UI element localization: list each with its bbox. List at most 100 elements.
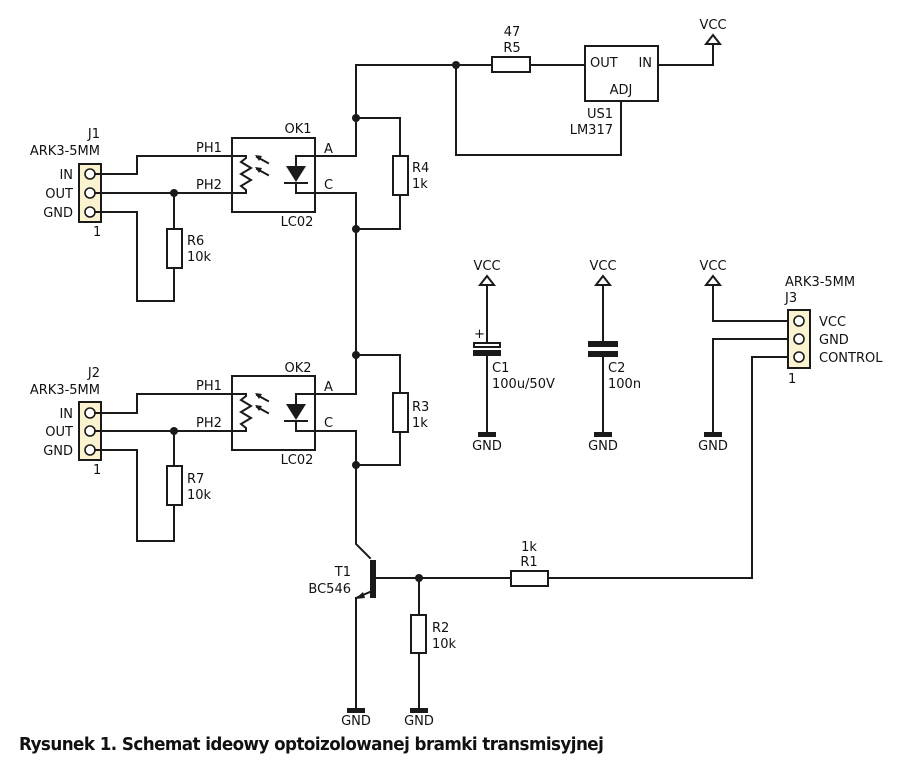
j1-ref: J1: [87, 127, 100, 142]
gnd-label: GND: [341, 714, 371, 729]
r7-ref: R7: [187, 472, 204, 487]
vcc-symbol: [477, 274, 497, 286]
r1-ref: R1: [520, 555, 537, 570]
j3-label-gnd: GND: [819, 333, 849, 348]
gnd-label: GND: [698, 439, 728, 454]
t1-ref: T1: [334, 565, 351, 580]
j2-label-in: IN: [59, 407, 73, 422]
j2-pin-gnd: [84, 444, 96, 456]
j2-label-out: OUT: [45, 425, 73, 440]
ok2-pin-ph1: PH1: [196, 379, 222, 394]
ok2-pin-a: A: [324, 380, 333, 395]
capacitor-c1: VCC + GND C1 100u/50V: [472, 259, 555, 454]
r3-value: 1k: [412, 416, 428, 431]
vcc-label: VCC: [699, 259, 726, 274]
j2-pin-out: [84, 425, 96, 437]
j1-pin-gnd: [84, 206, 96, 218]
us1-ref: US1: [587, 107, 613, 122]
ok1-part: LC02: [281, 215, 314, 230]
us1-pin-out: OUT: [590, 56, 618, 71]
ok1-pin-c: C: [324, 178, 333, 193]
connector-j3: VCC GND ARK3-5MM J3 VCC GND CONTROL 1: [547, 259, 883, 579]
ok1-ref: OK1: [284, 122, 311, 137]
us1-part: LM317: [570, 123, 613, 138]
c2-value: 100n: [608, 377, 641, 392]
gnd-label: GND: [404, 714, 434, 729]
r4-ref: R4: [412, 161, 429, 176]
j3-label-vcc: VCC: [819, 315, 846, 330]
c2-ref: C2: [608, 361, 625, 376]
j1-pin-in: [84, 168, 96, 180]
gnd-label: GND: [472, 439, 502, 454]
wires-j2: [94, 393, 246, 542]
j3-type: ARK3-5MM: [785, 275, 855, 290]
r5-ref: R5: [503, 41, 520, 56]
ok2-pin-ph2: PH2: [196, 416, 222, 431]
vcc-label: VCC: [473, 259, 500, 274]
resistor-r7: R7 10k: [166, 465, 212, 506]
ok1-pin-ph2: PH2: [196, 178, 222, 193]
r2-ref: R2: [432, 621, 449, 636]
j1-type: ARK3-5MM: [30, 144, 100, 159]
connector-j2: J2 ARK3-5MM IN OUT GND 1: [30, 366, 102, 478]
j1-pin-out: [84, 187, 96, 199]
j1-pin1-mark: 1: [93, 225, 101, 240]
wires-j1: [94, 155, 246, 302]
j3-pin-gnd: [793, 333, 805, 345]
j1-label-gnd: GND: [43, 206, 73, 221]
j2-pin1-mark: 1: [93, 463, 101, 478]
vcc-symbol: [703, 274, 723, 286]
j2-ref: J2: [87, 366, 100, 381]
j3-label-control: CONTROL: [819, 351, 883, 366]
r2-value: 10k: [432, 637, 457, 652]
optocoupler-ok2: OK2 A C LC02: [231, 361, 357, 468]
vcc-symbol: [593, 274, 613, 286]
j3-ref: J3: [784, 291, 797, 306]
j2-label-gnd: GND: [43, 444, 73, 459]
junction: [170, 189, 178, 197]
resistor-r5: 47 R5: [452, 25, 622, 156]
r5-value: 47: [504, 25, 521, 40]
us1-pin-in: IN: [638, 56, 652, 71]
c1-value: 100u/50V: [492, 377, 555, 392]
c1-polarity: +: [474, 327, 485, 342]
us1-pin-adj: ADJ: [610, 83, 633, 98]
transistor-t1: GND T1 BC546: [308, 560, 512, 729]
j3-pin-vcc: [793, 315, 805, 327]
j3-pin1-mark: 1: [788, 372, 796, 387]
resistor-r4: R4 1k: [392, 155, 429, 196]
resistor-r2: GND R2 10k: [404, 577, 457, 729]
ok1-pin-a: A: [324, 142, 333, 157]
ok2-ref: OK2: [284, 361, 311, 376]
r3-ref: R3: [412, 400, 429, 415]
r1-value: 1k: [521, 540, 537, 555]
resistor-r3: R3 1k: [392, 392, 429, 433]
r6-ref: R6: [187, 234, 204, 249]
j1-label-in: IN: [59, 168, 73, 183]
resistor-r1: 1k R1: [510, 540, 549, 587]
ok1-pin-ph1: PH1: [196, 141, 222, 156]
regulator-us1: OUT IN ADJ US1 LM317 VCC: [570, 18, 727, 138]
ok2-pin-c: C: [324, 416, 333, 431]
c1-ref: C1: [492, 361, 509, 376]
t1-part: BC546: [308, 582, 351, 597]
connector-j1: J1 ARK3-5MM IN OUT GND 1: [30, 127, 102, 240]
j1-label-out: OUT: [45, 187, 73, 202]
j3-pin-control: [793, 351, 805, 363]
figure-caption: Rysunek 1. Schemat ideowy optoizolowanej…: [19, 734, 604, 755]
wires-main-bus: [352, 64, 491, 469]
vcc-label: VCC: [699, 18, 726, 33]
j2-type: ARK3-5MM: [30, 383, 100, 398]
gnd-label: GND: [588, 439, 618, 454]
vcc-symbol: [703, 33, 723, 45]
wires-ok2-bus: [355, 354, 401, 560]
r6-value: 10k: [187, 250, 212, 265]
optocoupler-ok1: OK1 A C LC02: [231, 122, 357, 230]
j2-pin-in: [84, 407, 96, 419]
r7-value: 10k: [187, 488, 212, 503]
r4-value: 1k: [412, 177, 428, 192]
vcc-label: VCC: [589, 259, 616, 274]
resistor-r6: R6 10k: [166, 228, 212, 269]
ok2-part: LC02: [281, 453, 314, 468]
